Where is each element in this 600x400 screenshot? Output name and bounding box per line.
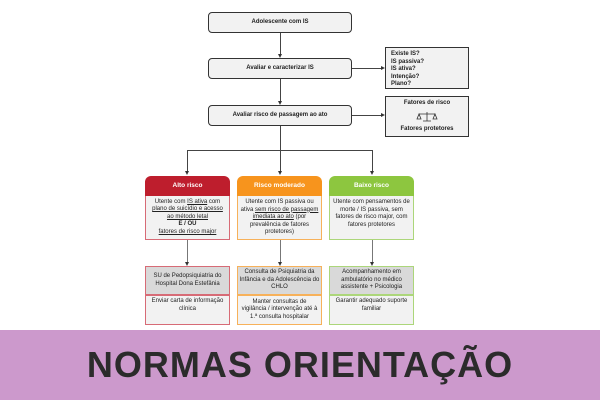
step-label: Avaliar risco de passagem ao ato <box>232 111 328 118</box>
desc-text: E / OU <box>178 221 197 228</box>
arrow-icon <box>381 113 385 117</box>
step-label: Adolescente com IS <box>251 18 309 25</box>
risk-factors-label: Fatores de risco <box>403 100 451 106</box>
desc-text: (por prevalência de fatores protetores) <box>249 214 310 235</box>
low-risk-description: Utente com pensamentos de morte / IS pas… <box>329 196 414 240</box>
arrow-icon <box>185 171 189 175</box>
column-title: Alto risco <box>172 181 203 189</box>
moderate-risk-followup: Manter consultas de vigilância / interve… <box>237 295 322 325</box>
questions-box: Existe IS? IS passiva? IS ativa? Intençã… <box>385 47 469 89</box>
action-text: Acompanhamento em ambulatório no médico … <box>340 269 403 291</box>
connector <box>352 68 381 69</box>
banner-title: NORMAS ORIENTAÇÃO <box>86 344 514 385</box>
desc-text: IS ativa <box>187 198 208 205</box>
followup-text: Garantir adequado suporte familiar <box>335 298 408 312</box>
connector <box>372 240 373 262</box>
arrow-icon <box>185 262 189 266</box>
high-risk-action: SU de Pedopsiquiatria do Hospital Dona E… <box>145 266 230 295</box>
desc-text: plano de suicídio e acesso ao método let… <box>152 206 223 220</box>
question: Intenção? <box>391 73 420 80</box>
title-banner: NORMAS ORIENTAÇÃO <box>0 330 600 400</box>
high-risk-followup: Enviar carta de informação clínica <box>145 295 230 325</box>
step-label: Avaliar e caracterizar IS <box>246 64 314 71</box>
question: IS passiva? <box>391 58 425 65</box>
connector <box>187 150 188 171</box>
arrow-icon <box>278 171 282 175</box>
followup-text: Enviar carta de informação clínica <box>151 298 224 312</box>
action-text: SU de Pedopsiquiatria do Hospital Dona E… <box>153 273 222 287</box>
question: Existe IS? <box>391 51 420 57</box>
question: IS ativa? <box>391 66 416 72</box>
followup-text: Manter consultas de vigilância / interve… <box>241 298 318 320</box>
arrow-icon <box>278 101 282 105</box>
desc-text: Utente com IS passiva ou ativa <box>240 199 314 213</box>
step-evaluate: Avaliar e caracterizar IS <box>208 58 352 79</box>
action-text: Consulta de Psiquiatria da Infância e da… <box>239 269 320 291</box>
question: Plano? <box>391 81 412 87</box>
arrow-icon <box>278 54 282 58</box>
connector <box>372 150 373 171</box>
arrow-icon <box>381 66 385 70</box>
connector <box>187 240 188 262</box>
connector <box>280 33 281 54</box>
moderate-risk-description: Utente com IS passiva ou ativa sem risco… <box>237 196 322 240</box>
balance-scale-icon <box>416 112 438 122</box>
low-risk-followup: Garantir adequado suporte familiar <box>329 295 414 325</box>
column-title: Risco moderado <box>254 181 305 189</box>
desc-text: Utente com pensamentos de morte / IS pas… <box>333 199 410 228</box>
connector <box>280 126 281 150</box>
connector <box>280 150 281 171</box>
desc-line: Utente com IS ativa com plano de suicídi… <box>148 199 227 222</box>
column-title: Baixo risco <box>353 181 390 189</box>
low-risk-action: Acompanhamento em ambulatório no médico … <box>329 266 414 295</box>
arrow-icon <box>370 171 374 175</box>
connector <box>280 79 281 101</box>
desc-text: fatores de risco major <box>158 228 217 235</box>
desc-text: com <box>207 198 221 205</box>
connector <box>352 115 381 116</box>
moderate-risk-header: Risco moderado <box>237 176 322 196</box>
step-risk: Avaliar risco de passagem ao ato <box>208 105 352 126</box>
desc-text: sem risco de passagem imediata ao ato <box>252 206 319 221</box>
arrow-icon <box>278 262 282 266</box>
arrow-icon <box>370 262 374 266</box>
protective-factors-label: Fatores protetores <box>400 125 454 132</box>
low-risk-header: Baixo risco <box>329 176 414 196</box>
connector <box>280 240 281 262</box>
high-risk-header: Alto risco <box>145 176 230 196</box>
step-adolescent: Adolescente com IS <box>208 12 352 33</box>
moderate-risk-action: Consulta de Psiquiatria da Infância e da… <box>237 266 322 295</box>
high-risk-description: Utente com IS ativa com plano de suicídi… <box>145 196 230 240</box>
desc-text: Utente com <box>154 198 188 205</box>
balance-box: Fatores de risco Fatores protetores <box>385 96 469 137</box>
